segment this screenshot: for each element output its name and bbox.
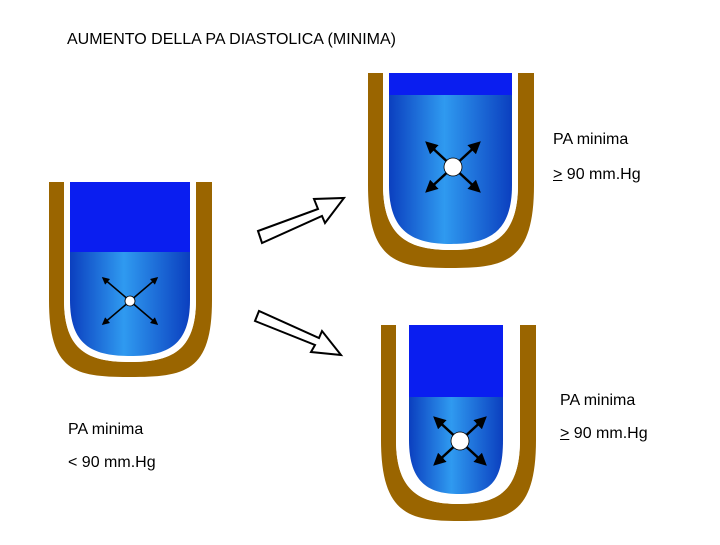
bottom-right-label-line2: > 90 mm.Hg [560, 425, 648, 443]
left-label-symbol: < [68, 454, 77, 471]
bottom-right-label-symbol: > [560, 425, 569, 442]
vessel-bottom-right-upper-fill [409, 325, 503, 397]
top-right-label-value: 90 mm.Hg [562, 166, 640, 183]
top-right-label-line2: > 90 mm.Hg [553, 166, 641, 184]
bottom-right-label-line1: PA minima [560, 392, 635, 410]
left-label-line2: < 90 mm.Hg [68, 454, 156, 472]
top-right-label-symbol: > [553, 166, 562, 183]
vessel-left [49, 182, 212, 377]
vessel-top-right-upper-fill [389, 73, 512, 95]
vessel-bottom-right [381, 325, 536, 521]
transition-arrow-down [255, 311, 341, 355]
particle-circle [444, 158, 462, 176]
left-label-line1: PA minima [68, 421, 143, 439]
vessel-left-upper-fill [70, 182, 190, 252]
vessel-top-right [368, 73, 534, 268]
top-right-label-line1: PA minima [553, 131, 628, 149]
bottom-right-label-value: 90 mm.Hg [569, 425, 647, 442]
transition-arrow-up [258, 198, 344, 243]
page-title: AUMENTO DELLA PA DIASTOLICA (MINIMA) [67, 31, 396, 49]
left-label-value: 90 mm.Hg [77, 454, 155, 471]
particle-circle [125, 296, 135, 306]
particle-circle [451, 432, 469, 450]
